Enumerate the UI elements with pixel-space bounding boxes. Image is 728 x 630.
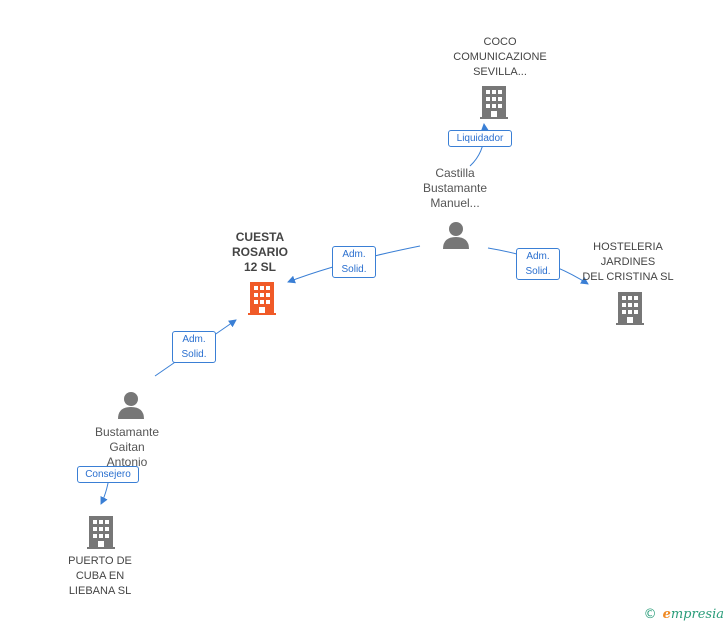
node-label-puerto: PUERTO DE CUBA EN LIEBANA SL [68, 555, 132, 597]
brand-logo: © empresia [644, 607, 724, 622]
building-icon-main[interactable] [246, 280, 278, 316]
brand-first-letter: e [662, 607, 671, 622]
person-icon[interactable] [441, 220, 471, 250]
building-icon[interactable] [614, 290, 646, 326]
building-icon[interactable] [478, 84, 510, 120]
node-label-bustamante: Bustamante Gaitan Antonio [94, 425, 160, 469]
node-label-coco: COCO COMUNICAZIONE SEVILLA... [453, 36, 547, 78]
edge-label-adm-cuesta: Adm. Solid. [332, 246, 376, 278]
edge-label-adm-hosteleria: Adm. Solid. [516, 248, 560, 280]
node-label-cuesta: CUESTA ROSARIO 12 SL [231, 230, 288, 274]
brand-name: mpresia [670, 607, 724, 622]
edge-label-adm-bustamante: Adm. Solid. [172, 331, 216, 363]
node-label-hosteleria: HOSTELERIA JARDINES DEL CRISTINA SL [582, 241, 674, 283]
building-icon[interactable] [85, 514, 117, 550]
copyright-symbol: © [643, 607, 657, 622]
edge-label-consejero: Consejero [77, 466, 139, 483]
edge-castilla-coco [469, 123, 489, 167]
node-label-castilla: Castilla Bustamante Manuel... [422, 166, 488, 210]
edge-label-liquidador: Liquidador [448, 130, 512, 147]
person-icon[interactable] [116, 390, 146, 420]
